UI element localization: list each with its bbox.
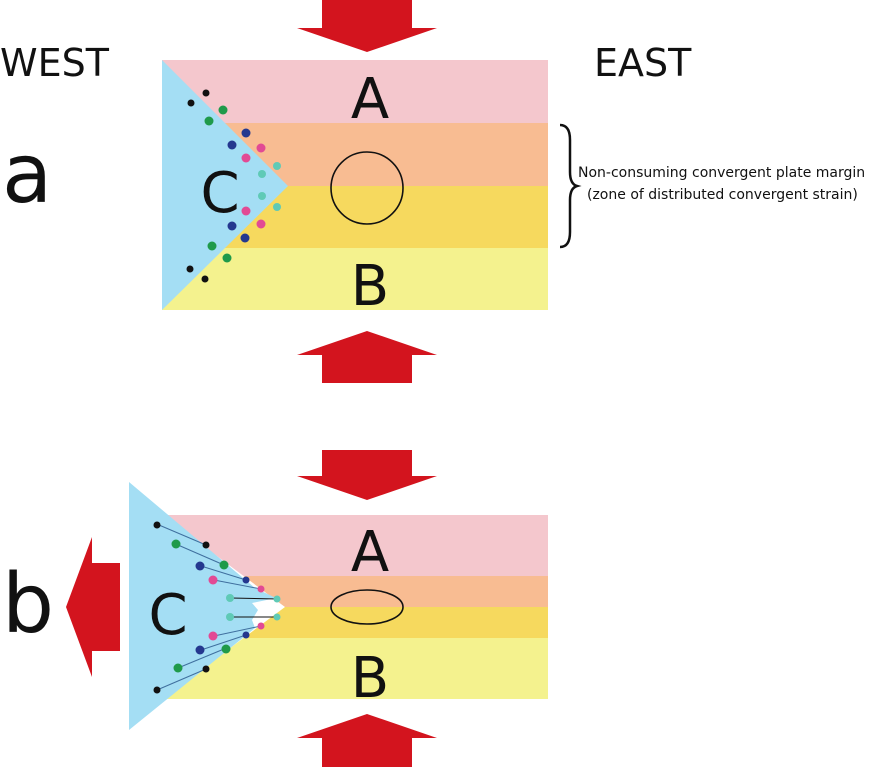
marker-dot bbox=[218, 105, 228, 115]
top-compression-arrow bbox=[297, 0, 437, 52]
marker-dots-a bbox=[186, 89, 281, 283]
westward-extrusion-arrow bbox=[66, 537, 120, 677]
bottom-compression-arrow bbox=[297, 714, 437, 767]
marker-dot bbox=[242, 576, 250, 584]
marker-dot bbox=[195, 645, 205, 655]
marker-dot bbox=[202, 89, 210, 97]
marker-dot bbox=[204, 116, 214, 126]
plate-b-label: B bbox=[351, 254, 389, 319]
strain-marker-circle bbox=[330, 151, 404, 225]
marker-dots-b bbox=[153, 521, 281, 694]
panel-b-label: b bbox=[2, 557, 54, 652]
marker-dot bbox=[227, 221, 237, 231]
marker-dot bbox=[219, 560, 229, 570]
plate-a-label: A bbox=[351, 520, 389, 585]
marker-dot bbox=[241, 206, 251, 216]
marker-dot bbox=[226, 594, 234, 602]
displacement-vector bbox=[158, 524, 207, 546]
brace-icon bbox=[559, 123, 582, 249]
displacement-vector bbox=[177, 544, 225, 566]
displacement-vector bbox=[200, 634, 247, 651]
marker-dot bbox=[273, 162, 281, 170]
marker-dot bbox=[227, 140, 237, 150]
east-label: EAST bbox=[594, 41, 692, 85]
marker-dot bbox=[257, 622, 265, 630]
annotation-line-2: (zone of distributed convergent strain) bbox=[587, 187, 858, 203]
marker-dot bbox=[153, 521, 161, 529]
marker-dot bbox=[171, 539, 181, 549]
plate-a-label: A bbox=[351, 67, 389, 132]
marker-dot bbox=[258, 192, 266, 200]
plate-b-label: B bbox=[351, 646, 389, 711]
displacement-vectors bbox=[156, 524, 278, 691]
plate-c-label: C bbox=[200, 161, 239, 226]
annotation-line-1: Non-consuming convergent plate margin bbox=[578, 165, 865, 181]
marker-dot bbox=[240, 233, 250, 243]
marker-dot bbox=[258, 170, 266, 178]
marker-dot bbox=[257, 585, 265, 593]
marker-dot bbox=[201, 275, 209, 283]
marker-dot bbox=[273, 613, 281, 621]
marker-dot bbox=[256, 219, 266, 229]
displacement-vector bbox=[213, 579, 262, 590]
panel-b: A B C b bbox=[2, 450, 548, 767]
plate-c-label: C bbox=[148, 583, 187, 648]
displacement-vector bbox=[177, 648, 225, 669]
marker-dot bbox=[207, 241, 217, 251]
marker-dot bbox=[208, 631, 218, 641]
marker-dot bbox=[173, 663, 183, 673]
marker-dot bbox=[153, 686, 161, 694]
marker-dot bbox=[241, 153, 251, 163]
marker-dot bbox=[202, 541, 210, 549]
wedge-c bbox=[162, 60, 288, 310]
displacement-vector bbox=[156, 668, 207, 691]
marker-dot bbox=[202, 665, 210, 673]
marker-dot bbox=[208, 575, 218, 585]
marker-dot bbox=[221, 644, 231, 654]
marker-dot bbox=[241, 128, 251, 138]
strain-marker-ellipse bbox=[330, 589, 404, 625]
wedge-c bbox=[129, 482, 276, 730]
bottom-compression-arrow bbox=[297, 331, 437, 383]
marker-dot bbox=[273, 595, 281, 603]
displacement-vector bbox=[213, 625, 262, 637]
marker-dot bbox=[186, 265, 194, 273]
displacement-vector bbox=[200, 565, 247, 581]
marker-dot bbox=[195, 561, 205, 571]
west-label: WEST bbox=[0, 41, 110, 85]
marker-dot bbox=[226, 613, 234, 621]
displacement-vector bbox=[230, 597, 278, 600]
marker-dot bbox=[256, 143, 266, 153]
marker-dot bbox=[187, 99, 195, 107]
top-compression-arrow bbox=[297, 450, 437, 500]
marker-dot bbox=[242, 631, 250, 639]
marker-dot bbox=[222, 253, 232, 263]
panel-a-label: a bbox=[2, 127, 52, 222]
panel-a: A B C a WEST EAST Non-consuming converge… bbox=[0, 0, 865, 383]
marker-dot bbox=[273, 203, 281, 211]
